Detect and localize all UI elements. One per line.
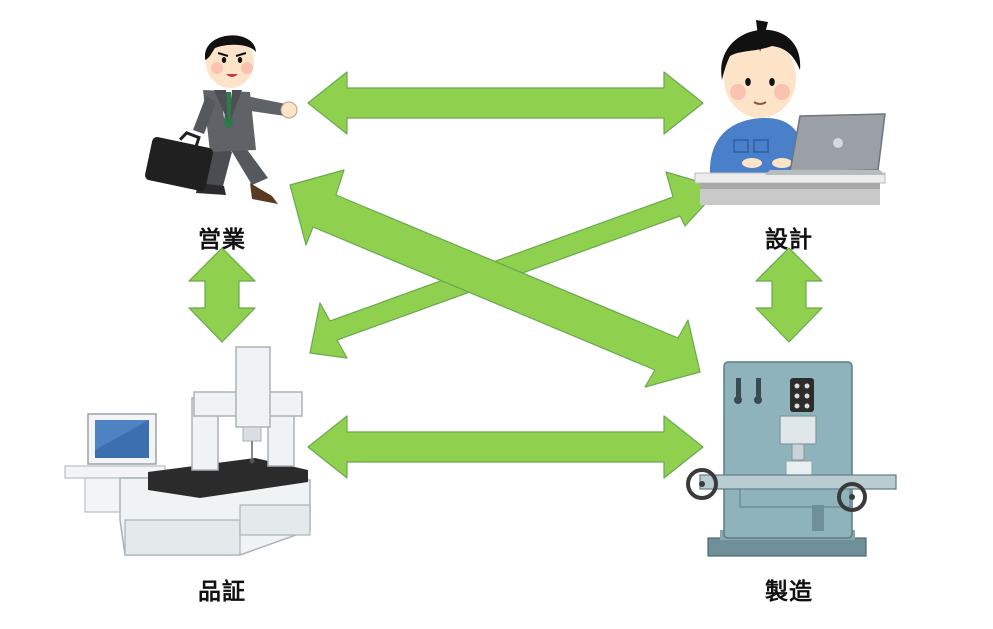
node-label-qa: 品証 [198, 579, 246, 605]
arrow-sales-manufacturing [289, 169, 701, 388]
arrow-qa-manufacturing [307, 415, 704, 479]
engineer-with-laptop-icon [694, 20, 886, 205]
running-businessman-icon [145, 35, 298, 204]
node-label-manufacturing: 製造 [765, 579, 813, 605]
milling-machine-icon [686, 361, 897, 557]
node-label-design: 設計 [765, 227, 813, 253]
node-label-sales: 営業 [198, 227, 246, 253]
arrow-design-manufacturing [755, 247, 823, 343]
arrow-sales-design [307, 71, 704, 135]
arrow-sales-qa [188, 247, 256, 343]
arrows [188, 71, 823, 479]
coordinate-measuring-machine-icon [64, 346, 311, 556]
